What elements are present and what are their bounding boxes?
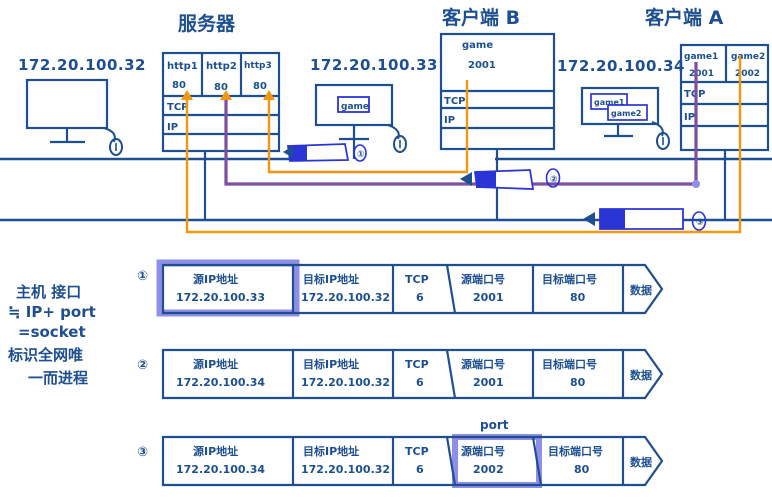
flow-path-1-orange	[181, 56, 742, 234]
server-stack	[161, 51, 281, 153]
packet-row-2-id: ②	[137, 358, 148, 373]
packet-row-1-col-3-value: 2001	[473, 291, 504, 304]
flow-path-2-purple	[220, 62, 698, 186]
packet-row-3-col-1-value: 172.20.100.32	[301, 463, 390, 476]
packet-row-1	[156, 259, 664, 317]
packet-row-1-col-4-value: 80	[570, 291, 586, 304]
packet-row-1-highlight	[156, 259, 300, 317]
server-layer-ip: IP	[167, 122, 178, 133]
client-a-app-1-name: game1	[684, 52, 718, 62]
packet-row-3-col-2-header: TCP	[405, 445, 429, 458]
host-34-monitor: game1 game2	[580, 86, 670, 150]
packet-row-3-col-2-value: 6	[416, 463, 424, 476]
server-app-2-port: 80	[214, 82, 228, 93]
packet-row-2-col-4-value: 80	[570, 376, 586, 389]
client-b-app-port: 2001	[468, 60, 496, 71]
client-b-stack	[439, 32, 556, 151]
packet-row-1-col-5-header: 数据	[630, 283, 652, 297]
packet-row-3-col-5-header: 数据	[630, 455, 652, 469]
packet-row-2-col-0-header: 源IP地址	[193, 357, 238, 371]
server-title: 服务器	[178, 12, 236, 35]
note-line-4: 标识全网唯	[7, 346, 83, 364]
client-b-layer-ip: IP	[444, 115, 455, 126]
packet-row-2-col-2-value: 6	[416, 376, 424, 389]
packet-row-2-col-5-header: 数据	[630, 368, 652, 382]
note-line-1: 主机 接口	[16, 283, 81, 301]
client-a-app-2-name: game2	[731, 52, 765, 62]
client-b-app-name: game	[462, 40, 493, 51]
packet-row-1-col-1-header: 目标IP地址	[303, 272, 359, 286]
packet-row-3-col-0-header: 源IP地址	[193, 444, 238, 458]
packet-row-1-col-3-header: 源端口号	[461, 272, 505, 286]
packet-row-3-col-3-value: 2002	[473, 463, 504, 476]
client-a-title: 客户端 A	[645, 6, 724, 29]
packet-row-1-col-4-header: 目标端口号	[542, 272, 597, 286]
wire-packet-1: ①	[283, 143, 367, 162]
host-32-monitor	[25, 78, 123, 156]
packet-row-2-col-4-header: 目标端口号	[542, 357, 597, 371]
packet-row-1-col-0-header: 源IP地址	[193, 272, 238, 286]
wire-packet-2-id: ②	[550, 175, 558, 185]
packet-row-3-col-4-header: 目标端口号	[548, 444, 603, 458]
client-a-layer-ip: IP	[684, 112, 695, 123]
packet-row-2	[161, 348, 664, 400]
packet-row-1-col-0-value: 172.20.100.33	[176, 291, 265, 304]
client-a-app-1-port: 2001	[689, 69, 714, 79]
host-32-ip-label: 172.20.100.32	[18, 56, 146, 74]
packet-row-3-col-1-header: 目标IP地址	[303, 444, 359, 458]
server-app-1-name: http1	[167, 61, 198, 72]
note-line-5: 一而进程	[28, 369, 88, 387]
client-a-app-2-port: 2002	[735, 69, 760, 79]
server-app-3-port: 80	[253, 81, 267, 92]
wire-packet-1-id: ①	[357, 150, 365, 160]
client-b-layer-tcp: TCP	[444, 96, 466, 107]
server-app-3-name: http3	[244, 61, 272, 71]
packet-row-2-col-3-header: 源端口号	[461, 357, 505, 371]
packet-row-2-col-1-value: 172.20.100.32	[301, 376, 390, 389]
packet-row-3-col-3-header: 源端口号	[461, 444, 505, 458]
packet-row-2-col-2-header: TCP	[405, 358, 429, 371]
server-layer-tcp: TCP	[167, 102, 189, 113]
wire-packet-3: ③	[583, 208, 707, 231]
wire-packet-3-id: ③	[696, 218, 704, 228]
packet-row-2-col-0-value: 172.20.100.34	[176, 376, 265, 389]
server-app-1-port: 80	[172, 80, 186, 91]
packet-row-3-annotation: port	[480, 418, 509, 432]
packet-row-3	[161, 434, 664, 488]
packet-row-1-col-1-value: 172.20.100.32	[301, 291, 390, 304]
wire-packet-2: ②	[460, 168, 561, 190]
host-34-window-2-label: game2	[611, 109, 641, 118]
server-app-2-name: http2	[206, 61, 237, 72]
flow-path-b-orange	[263, 80, 469, 174]
packet-row-3-col-0-value: 172.20.100.34	[176, 463, 265, 476]
host-33-monitor: game	[314, 83, 407, 153]
packet-row-3-id: ③	[137, 445, 148, 460]
packet-row-1-col-2-header: TCP	[405, 273, 429, 286]
note-line-3: =socket	[18, 323, 86, 341]
packet-row-1-id: ①	[137, 269, 148, 284]
host-33-window-label: game	[341, 102, 369, 112]
host-34-ip-label: 172.20.100.34	[557, 57, 685, 75]
packet-row-3-col-4-value: 80	[574, 463, 590, 476]
host-34-window-1-label: game1	[594, 98, 625, 107]
client-b-title: 客户端 B	[442, 6, 520, 29]
packet-row-2-col-1-header: 目标IP地址	[303, 357, 359, 371]
packet-row-1-col-2-value: 6	[416, 291, 424, 304]
note-line-2: ≒ IP+ port	[8, 303, 96, 321]
packet-row-2-col-3-value: 2001	[473, 376, 504, 389]
flow-2-junction-dot	[692, 180, 700, 188]
host-33-ip-label: 172.20.100.33	[310, 56, 438, 74]
